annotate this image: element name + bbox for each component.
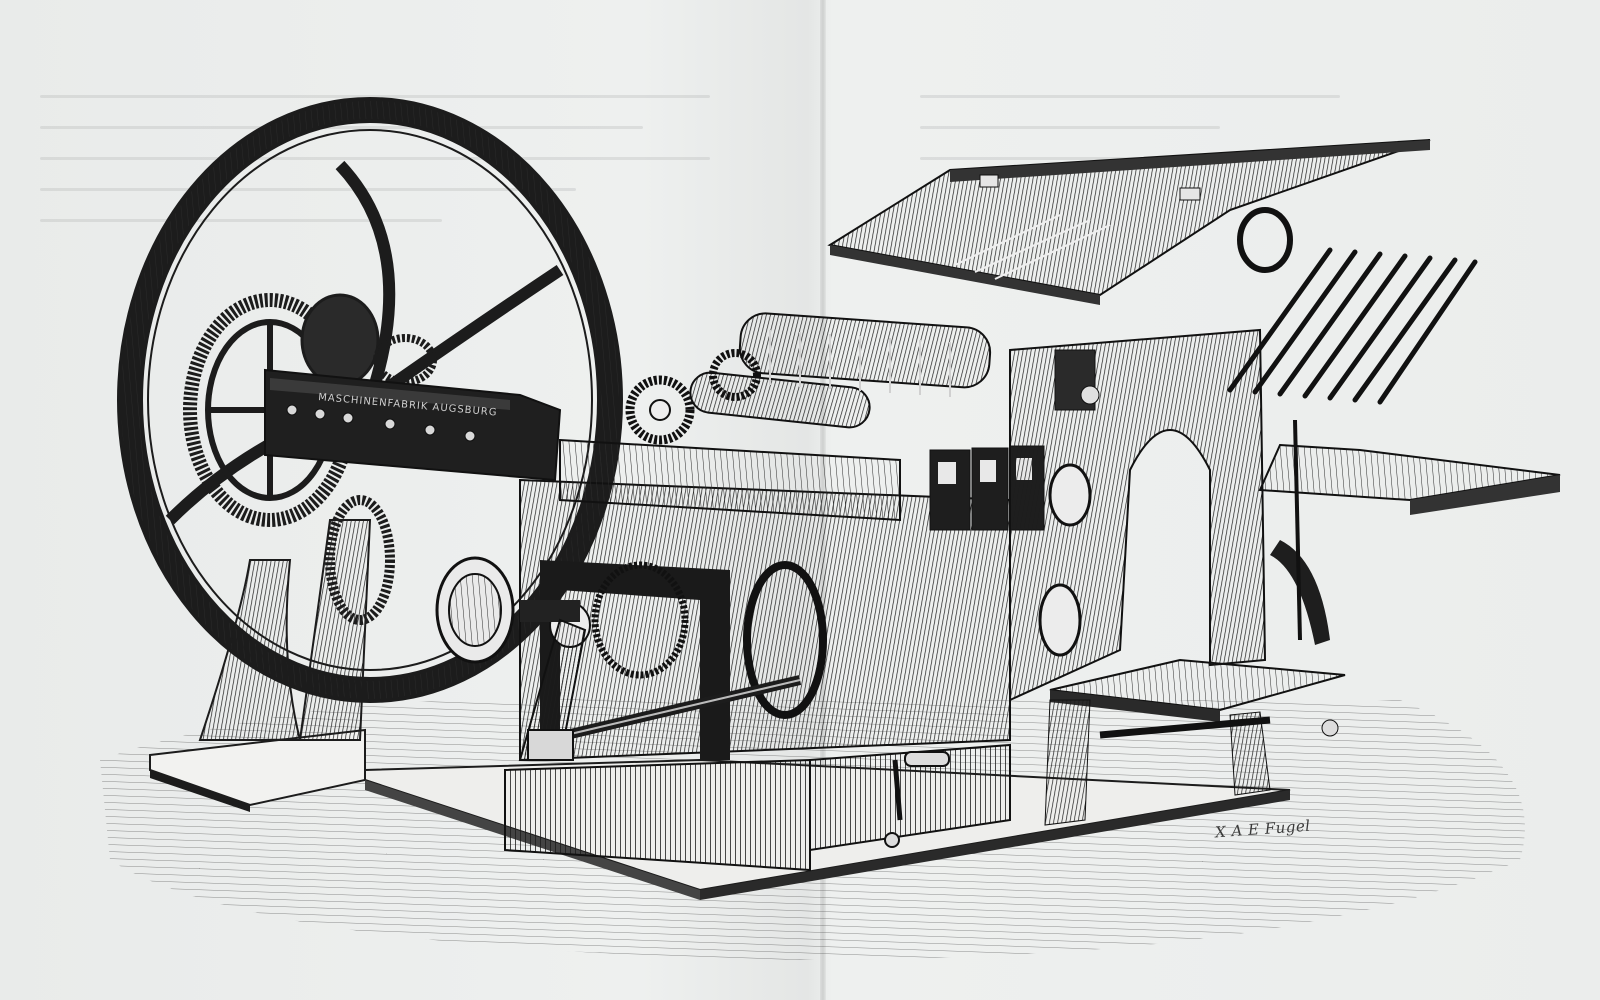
operator-step: [1044, 658, 1346, 826]
show-through-text-right: [920, 95, 1520, 188]
show-through-text-left: [40, 95, 710, 250]
left-frame: [198, 495, 395, 741]
right-frame: [1009, 328, 1267, 702]
crank-handle: [884, 751, 950, 848]
press-body: [435, 478, 1011, 872]
feed-board: [827, 139, 1431, 305]
side-rail: MASCHINENFABRIK AUGSBURG: [264, 368, 562, 482]
delivery-table: [1258, 419, 1561, 645]
ink-rollers: [559, 312, 1045, 531]
delivery-fingers: [1227, 247, 1478, 405]
